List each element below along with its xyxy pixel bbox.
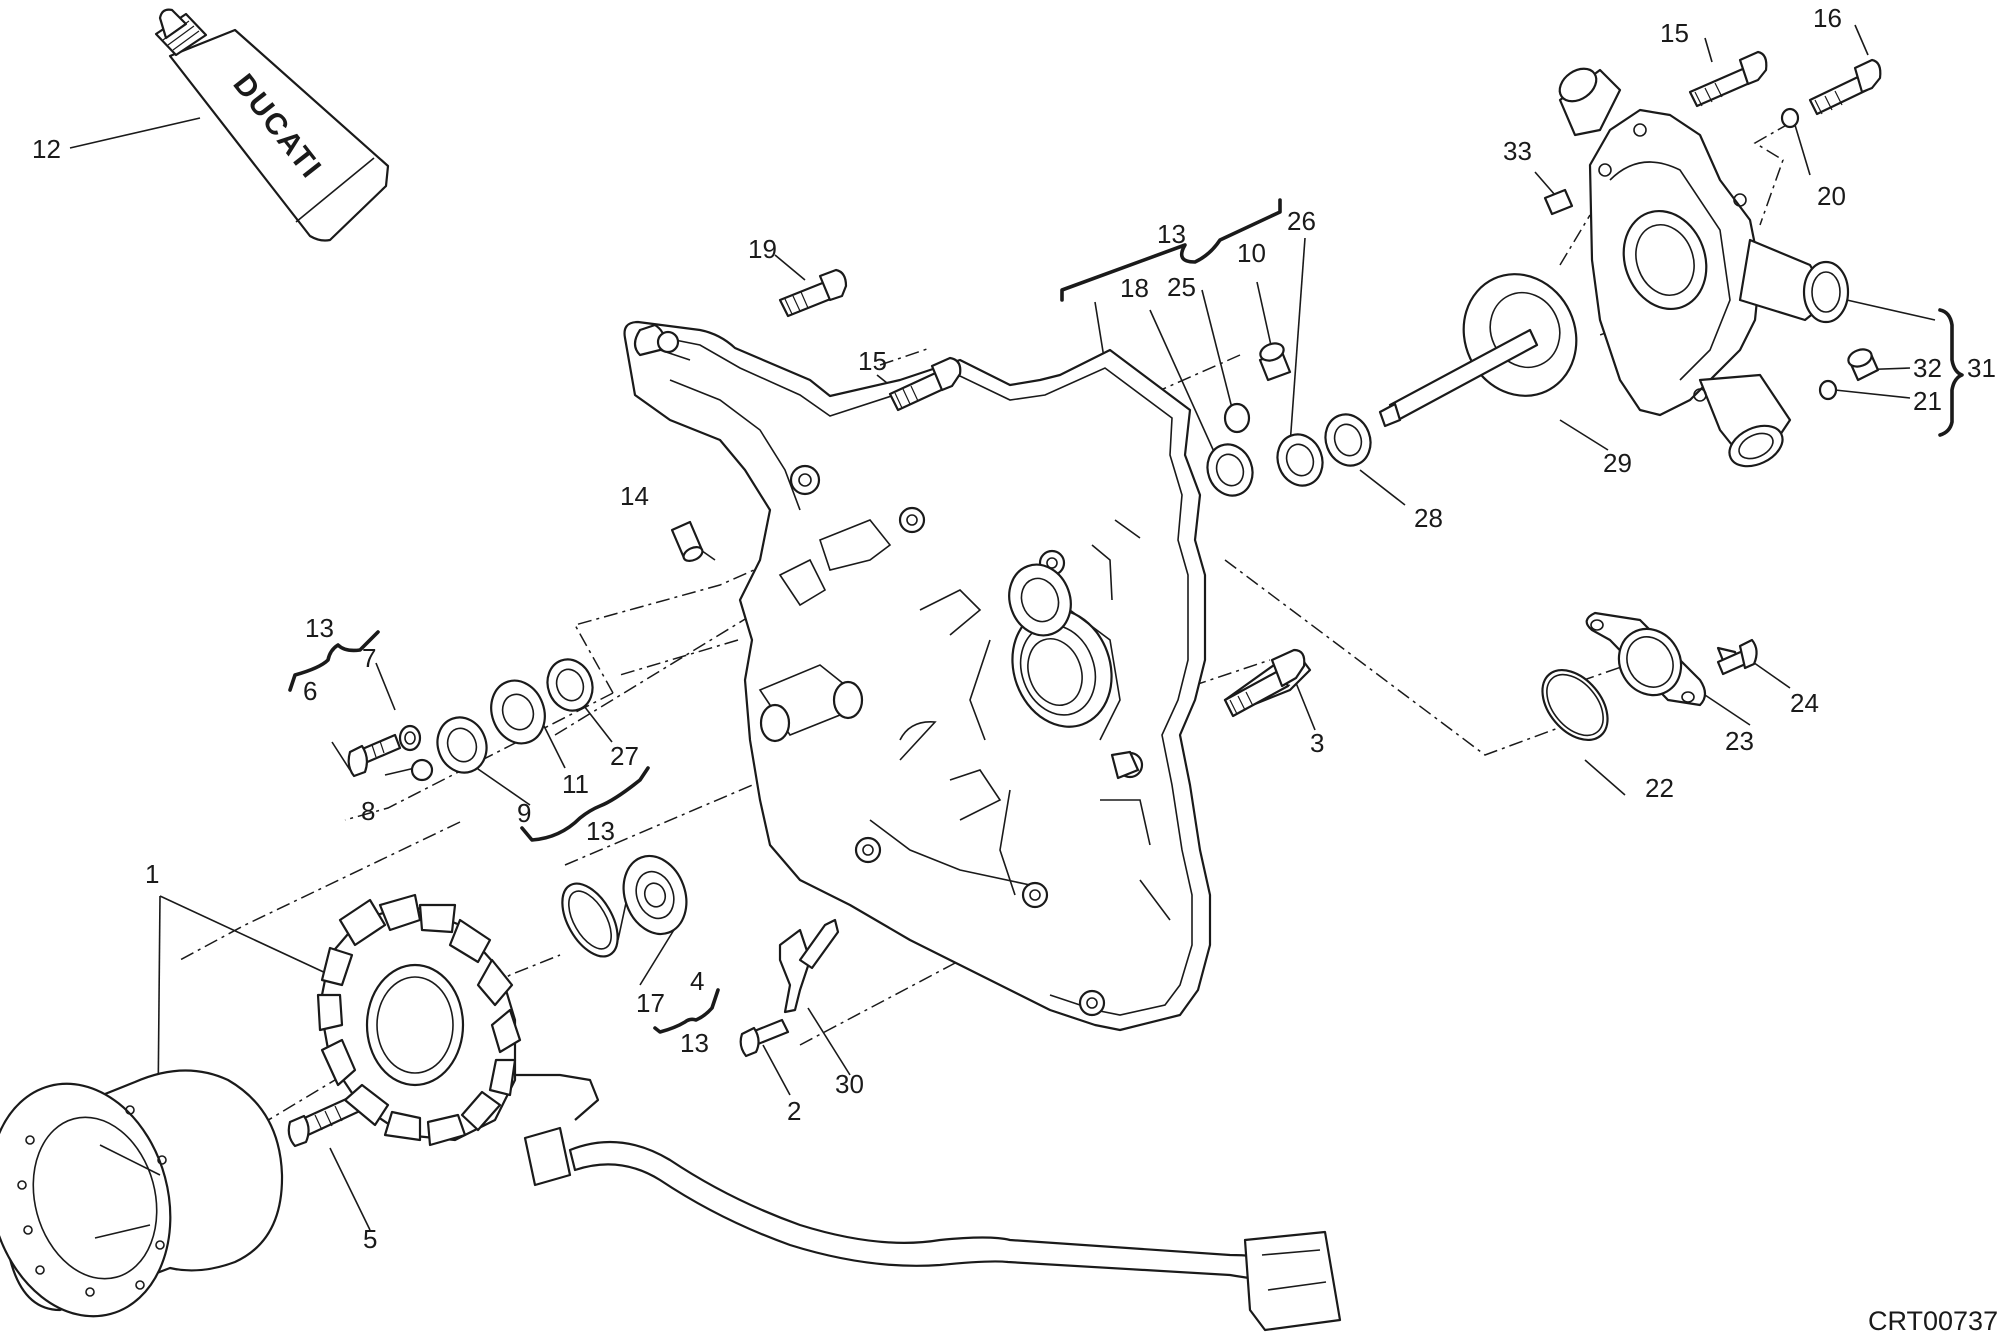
callout-12: 12 (32, 134, 61, 164)
drawing-reference: CRT00737 (1868, 1306, 1998, 1336)
water-pump-cover (1558, 67, 1850, 468)
callout-7: 7 (362, 643, 376, 673)
callout-30: 30 (835, 1069, 864, 1099)
callout-14: 14 (620, 481, 649, 511)
callout-1: 1 (145, 859, 159, 889)
callout-9: 9 (517, 798, 531, 828)
callout-20: 20 (1817, 181, 1846, 211)
pickup-gasket-cover (1223, 611, 1742, 742)
stator (316, 893, 1342, 1332)
callout-27: 27 (610, 741, 639, 771)
bearings-seals (398, 107, 1838, 958)
callout-4: 4 (690, 966, 704, 996)
flywheel-rotor (0, 1069, 284, 1318)
callout-21: 21 (1913, 386, 1942, 416)
grease-tube: DUCATI (154, 8, 390, 242)
braces (288, 198, 1964, 1034)
brace-31 (1938, 308, 1964, 437)
brace-13-lower-left (520, 766, 650, 842)
callout-23: 23 (1725, 726, 1754, 756)
callout-6: 6 (303, 676, 317, 706)
callout-3: 3 (1310, 728, 1324, 758)
callout-24: 24 (1790, 688, 1819, 718)
callout-8: 8 (361, 796, 375, 826)
callout-19: 19 (748, 234, 777, 264)
callout-15-left: 15 (858, 346, 887, 376)
callout-labels: 12 1 5 13 6 7 8 9 11 27 13 17 4 13 2 30 … (32, 3, 1996, 1254)
callout-29: 29 (1603, 448, 1632, 478)
callout-16: 16 (1813, 3, 1842, 33)
callout-11: 11 (562, 769, 589, 799)
brace-13-bottom (653, 988, 720, 1034)
bolts (287, 50, 1882, 1148)
callout-25: 25 (1167, 272, 1196, 302)
callout-15-right: 15 (1660, 18, 1689, 48)
callout-13-top: 13 (1157, 219, 1186, 249)
callout-26: 26 (1287, 206, 1316, 236)
water-pump-impeller (1378, 273, 1578, 428)
callout-17: 17 (636, 988, 665, 1018)
callout-13-upper-left: 13 (305, 613, 334, 643)
callout-31: 31 (1967, 353, 1996, 383)
callout-18: 18 (1120, 273, 1149, 303)
callout-13-bottom: 13 (680, 1028, 709, 1058)
callout-28: 28 (1414, 503, 1443, 533)
callout-13-lower-left: 13 (586, 816, 615, 846)
callout-5: 5 (363, 1224, 377, 1254)
leader-lines (69, 24, 1936, 1231)
callout-33: 33 (1503, 136, 1532, 166)
brace-13-upper-left (288, 630, 380, 692)
brace-13-top (1060, 198, 1282, 302)
callout-22: 22 (1645, 773, 1674, 803)
callout-10: 10 (1237, 238, 1266, 268)
generator-cover (623, 320, 1212, 1032)
callout-32: 32 (1913, 353, 1942, 383)
bracket (778, 918, 840, 1014)
callout-2: 2 (787, 1096, 801, 1126)
